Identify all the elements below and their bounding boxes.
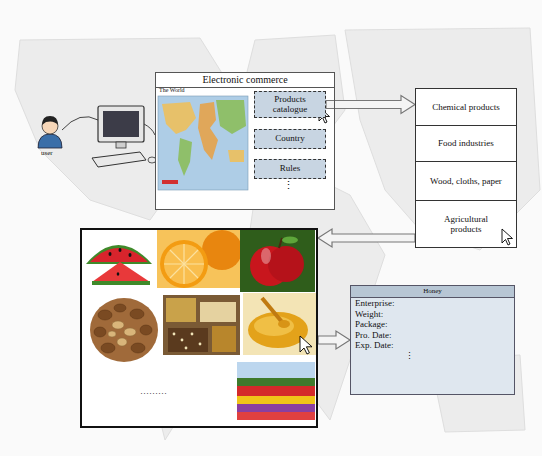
watermelon-photo	[86, 245, 152, 285]
orange-photo	[157, 230, 242, 288]
user-label: user	[41, 150, 53, 157]
cursor	[300, 336, 312, 354]
product-info-card: HoneyEnterprise:Weight:Package:Pro. Date…	[350, 285, 515, 395]
node-title: ………	[140, 387, 167, 396]
map-title: The World	[159, 87, 185, 93]
more-dots: ⋮	[283, 180, 294, 191]
node-title: Honey	[351, 286, 514, 298]
node-text: ⋮	[351, 351, 514, 361]
node-text: Weight:	[351, 309, 514, 320]
category-cell: Food industries	[415, 125, 517, 162]
category-cell: Wood, cloths, paper	[415, 161, 517, 201]
node-text: Exp. Date:	[351, 340, 514, 351]
computer-icon	[62, 106, 156, 167]
category-cell: Agricultural products	[415, 200, 517, 248]
user-icon	[38, 116, 62, 148]
node-title: Country	[275, 134, 305, 144]
grains-photo	[163, 295, 240, 355]
category-cell: Chemical products	[415, 88, 517, 126]
node-title: Chemical products	[432, 102, 500, 112]
node-title: Food industries	[438, 138, 494, 148]
block-arrow	[318, 229, 415, 247]
node-text: Pro. Date:	[351, 330, 514, 341]
menu-button: Country	[254, 129, 326, 149]
nuts-photo	[90, 298, 158, 362]
node-title: Wood, cloths, paper	[430, 176, 502, 186]
product-panel: ………	[80, 228, 318, 428]
honey-photo	[243, 293, 318, 355]
apple-photo	[240, 230, 315, 292]
node-text: Package:	[351, 319, 514, 330]
world-map-thumbnail	[158, 96, 248, 190]
cursor	[502, 229, 513, 245]
flowers-photo	[237, 362, 315, 420]
node-title: Electronic commerce	[156, 73, 334, 88]
node-title: Agricultural products	[430, 214, 502, 235]
node-text: Enterprise:	[351, 298, 514, 309]
node-title: Rules	[280, 164, 301, 174]
menu-button: Products catalogue	[254, 91, 326, 118]
menu-button: Rules	[254, 159, 326, 179]
node-title: Products catalogue	[258, 95, 322, 115]
block-arrow	[326, 96, 415, 114]
block-arrow	[318, 331, 350, 349]
